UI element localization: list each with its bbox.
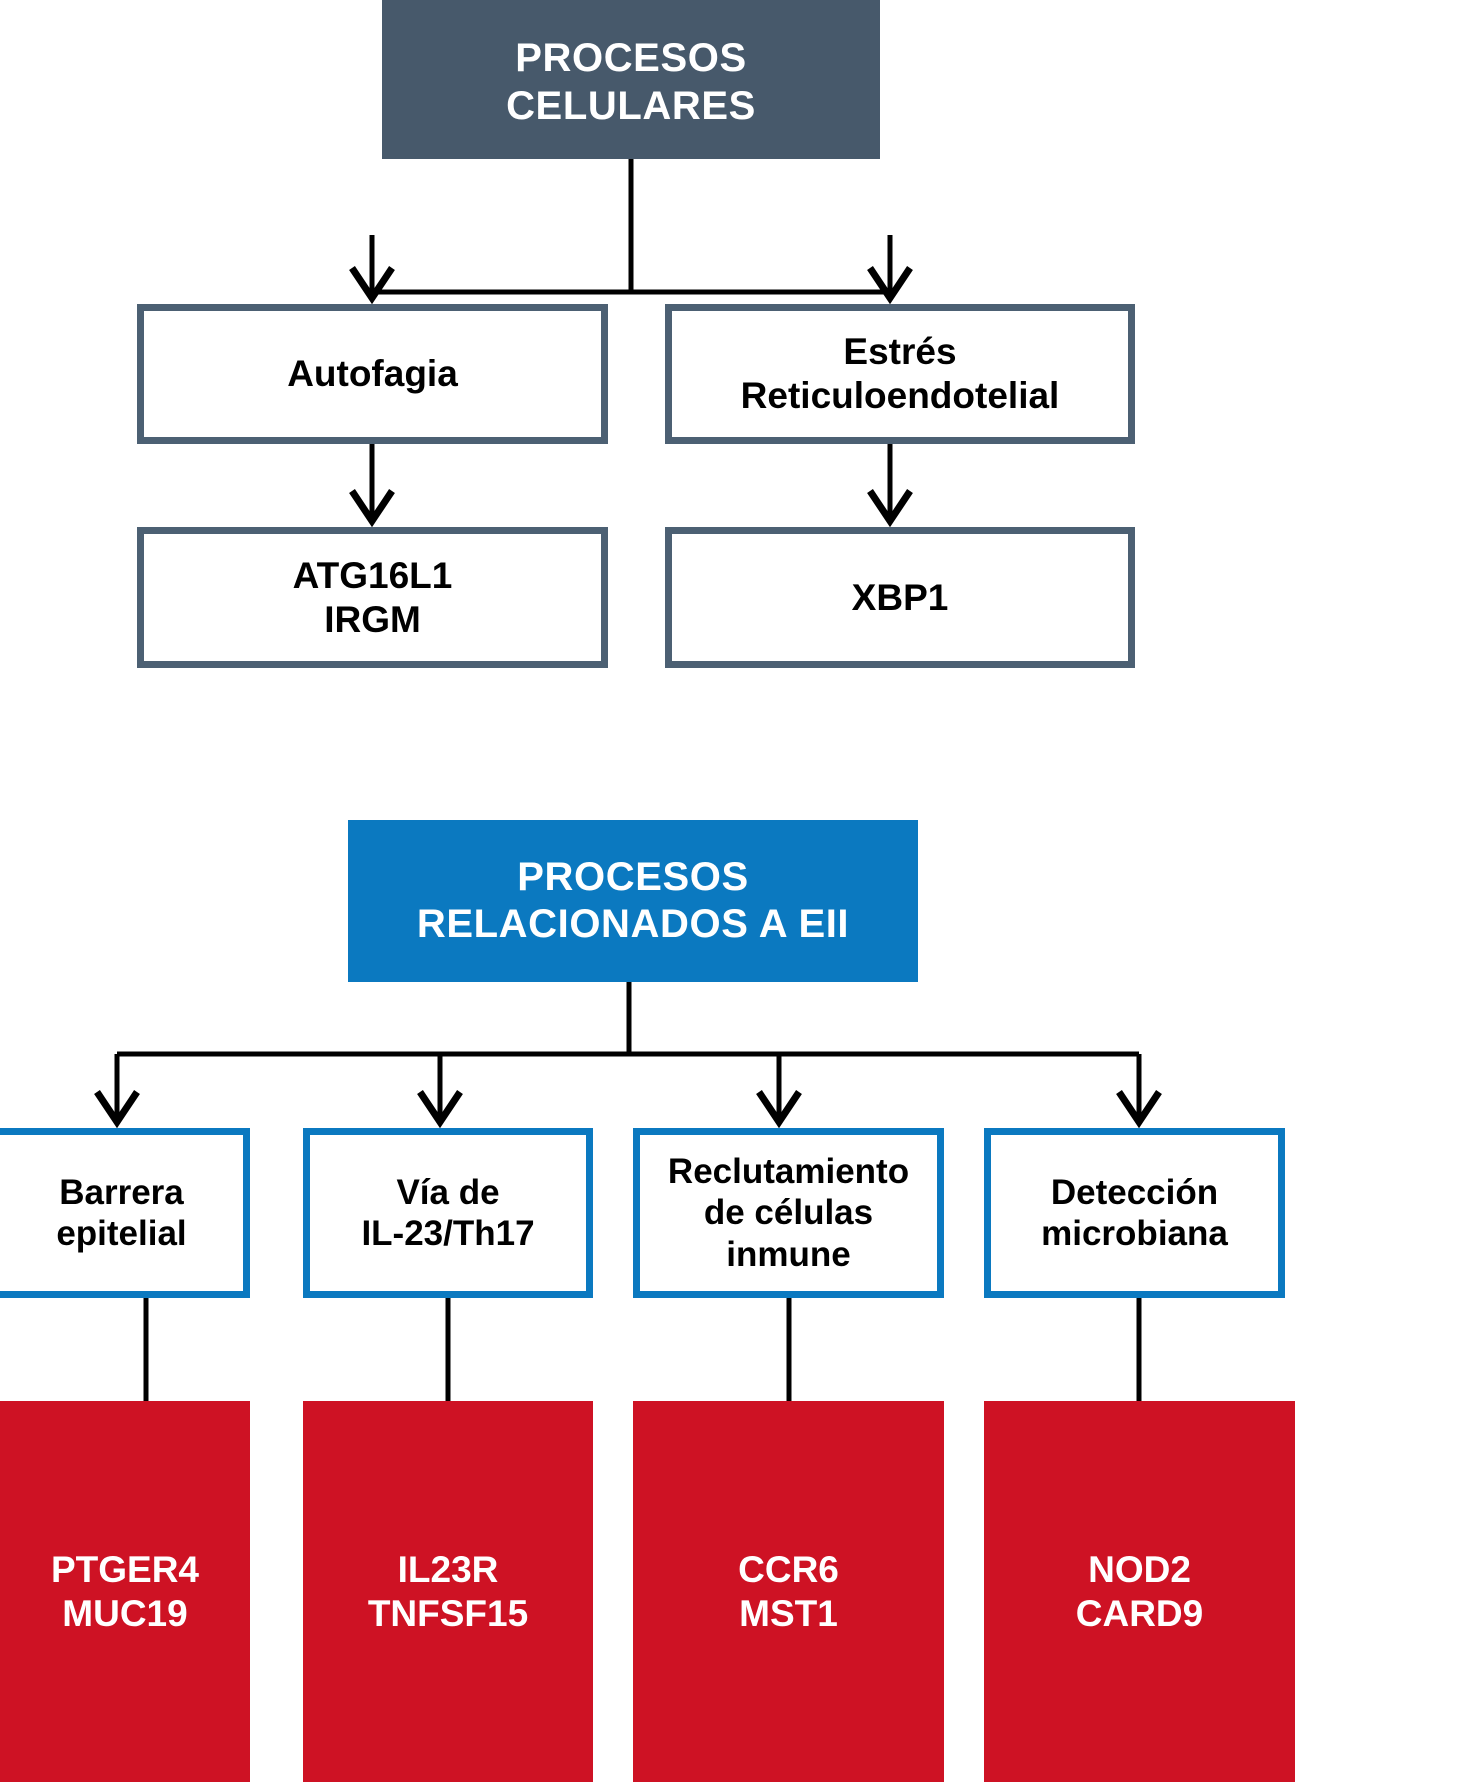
arrowhead-autofagia xyxy=(349,266,395,305)
arrowhead-barrera xyxy=(94,1090,140,1129)
process-box-barrera-epitelial[interactable]: Barrera epitelial xyxy=(0,1128,250,1298)
arrowhead-reclutamiento xyxy=(756,1090,802,1129)
arrowhead-xbp1 xyxy=(867,489,913,528)
process-box-deteccion-microbiana[interactable]: Detección microbiana xyxy=(984,1128,1285,1298)
gene-box-il23r-tnfsf15[interactable]: IL23R TNFSF15 xyxy=(303,1401,593,1782)
gene-box-ptger4-muc19[interactable]: PTGER4 MUC19 xyxy=(0,1401,250,1782)
arrowhead-il23 xyxy=(417,1090,463,1129)
gene-box-nod2-card9[interactable]: NOD2 CARD9 xyxy=(984,1401,1295,1782)
process-box-estres-reticuloendotelial[interactable]: Estrés Reticuloendotelial xyxy=(665,304,1135,444)
process-box-reclutamiento-celulas-inmune[interactable]: Reclutamiento de células inmune xyxy=(633,1128,944,1298)
process-box-via-il23-th17[interactable]: Vía de IL-23/Th17 xyxy=(303,1128,593,1298)
header-procesos-celulares: PROCESOS CELULARES xyxy=(382,0,880,159)
gene-box-xbp1[interactable]: XBP1 xyxy=(665,527,1135,668)
header-procesos-relacionados-a-eii: PROCESOS RELACIONADOS A EII xyxy=(348,820,918,982)
arrowhead-atg16l1 xyxy=(349,489,395,528)
gene-box-atg16l1-irgm[interactable]: ATG16L1 IRGM xyxy=(137,527,608,668)
arrowhead-deteccion xyxy=(1116,1090,1162,1129)
gene-box-ccr6-mst1[interactable]: CCR6 MST1 xyxy=(633,1401,944,1782)
process-box-autofagia[interactable]: Autofagia xyxy=(137,304,608,444)
arrowhead-estres xyxy=(867,266,913,305)
